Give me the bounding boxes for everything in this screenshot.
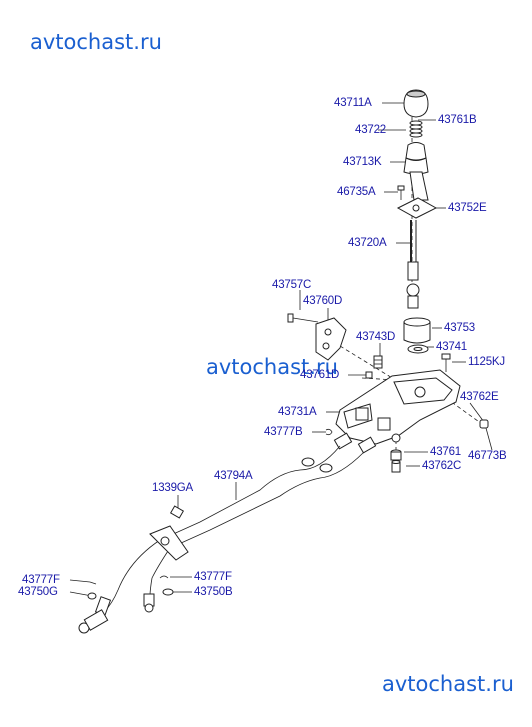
bracket-43760d: [315, 317, 347, 361]
shift-boot: [403, 142, 429, 201]
bushing-43762c: [391, 460, 401, 473]
watermark-middle: avtochast.ru: [206, 355, 338, 379]
label-43761b: 43761B: [438, 114, 477, 126]
shift-lever: [406, 220, 420, 309]
shift-knob: [403, 89, 429, 118]
label-43757c: 43757C: [272, 279, 312, 291]
label-43731a: 43731A: [278, 406, 317, 418]
shift-cables: [103, 432, 377, 613]
label-43713k: 43713K: [343, 156, 382, 168]
label-43753: 43753: [444, 322, 475, 334]
bolt-1125kj: [441, 353, 451, 372]
bolt-43757c: [287, 313, 319, 323]
label-43777f-right: 43777F: [194, 571, 232, 583]
label-1339ga: 1339GA: [152, 482, 193, 494]
pin-46773b: [479, 419, 489, 429]
label-43777f-left: 43777F: [22, 574, 60, 586]
label-43741: 43741: [436, 341, 467, 353]
label-43743d: 43743D: [356, 331, 396, 343]
pin-43761d: [365, 371, 373, 379]
label-43720a: 43720A: [348, 237, 387, 249]
clip-43777b: [325, 428, 333, 436]
gear-housing: [335, 369, 461, 445]
watermark-top: avtochast.ru: [30, 30, 162, 54]
label-43794a: 43794A: [214, 470, 253, 482]
watermark-bottom: avtochast.ru: [382, 672, 514, 696]
label-46773b: 46773B: [468, 450, 507, 462]
label-43761: 43761: [430, 446, 461, 458]
washer-43741: [407, 344, 429, 354]
clip-1339ga: [169, 505, 185, 519]
bolt-46735a: [397, 185, 405, 200]
label-46735a: 46735A: [337, 186, 376, 198]
label-43722: 43722: [355, 124, 386, 136]
label-43762c: 43762C: [422, 460, 462, 472]
label-43752e: 43752E: [448, 202, 487, 214]
label-43750b: 43750B: [194, 586, 233, 598]
cable-end-right: [143, 575, 174, 613]
bushing-43761: [390, 449, 402, 461]
mount-plate: [396, 197, 438, 219]
bushing-43753: [403, 317, 431, 344]
label-43760d: 43760D: [303, 295, 343, 307]
spring: [409, 120, 423, 138]
leader-lines: [69, 102, 493, 597]
cable-end-left: [78, 581, 112, 634]
label-43711a: 43711A: [334, 97, 372, 109]
cable-bracket: [149, 525, 189, 561]
spring-43743d: [373, 355, 383, 369]
label-1125kj: 1125KJ: [468, 356, 505, 368]
label-43762e: 43762E: [460, 391, 499, 403]
label-43750g: 43750G: [18, 586, 58, 598]
label-43777b: 43777B: [264, 426, 303, 438]
label-43761d: 43761D: [300, 369, 340, 381]
